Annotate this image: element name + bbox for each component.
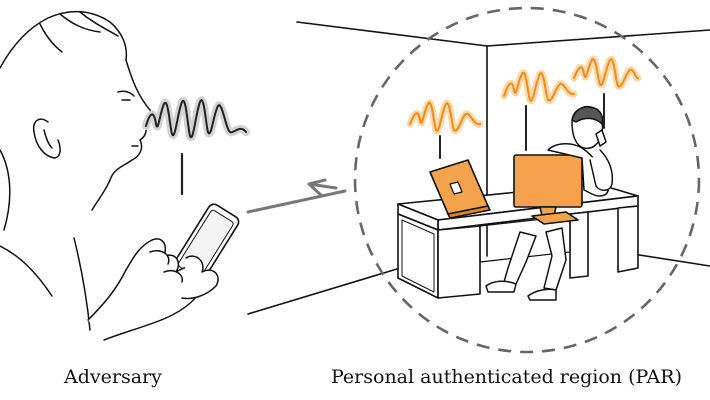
adversary-hand [87, 238, 219, 341]
phone-signal-icon [570, 55, 642, 129]
par-caption: Personal authenticated region (PAR) [331, 366, 682, 388]
adversary-head-icon [0, 10, 153, 331]
adversary-caption: Adversary [64, 366, 162, 388]
tablet-icon [429, 159, 491, 219]
personal-region-circle [353, 6, 701, 354]
captured-signal-icon [142, 96, 250, 196]
room-walls [247, 21, 710, 315]
monitor-signal-icon [500, 69, 578, 151]
tablet-signal-icon [406, 99, 484, 159]
monitor-icon [513, 154, 583, 225]
leak-arrow [246, 178, 347, 214]
office-worker-icon [485, 106, 614, 301]
